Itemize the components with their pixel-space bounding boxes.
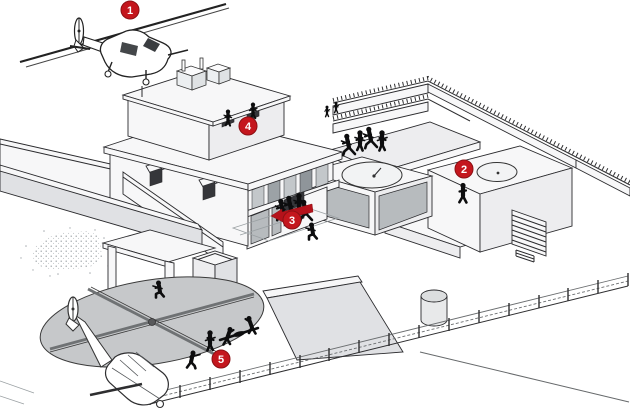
marker-badge-1: 1: [120, 0, 140, 20]
marker-badge-5: 5: [211, 349, 231, 369]
roof-vent: [199, 57, 204, 70]
wheel: [155, 399, 165, 409]
marker-badge-4: 4: [238, 116, 258, 136]
south-shed: [262, 275, 404, 361]
roof-grill: [515, 249, 535, 263]
barbed-wire-inner-line: [332, 98, 471, 122]
stretcher-team: [218, 314, 260, 347]
gear-struts: [107, 61, 147, 80]
marker-label: 2: [461, 164, 467, 176]
assault-team-figures: [151, 100, 466, 371]
helicopter-crashed-icon: [39, 276, 265, 409]
satellite-dish-large-icon: [341, 161, 403, 189]
marker-label: 1: [127, 5, 133, 17]
wall-right-band2: [575, 159, 630, 197]
wall-apex-band: [332, 83, 429, 116]
barbed-wire-line: [332, 80, 630, 186]
rotor-hub: [148, 318, 156, 326]
wheel: [142, 78, 150, 86]
annex-garage-door-right: [378, 181, 428, 231]
fuselage-panel-lines: [111, 351, 161, 400]
marker-label: 3: [289, 215, 295, 227]
marker-badge-2: 2: [454, 159, 474, 179]
satellite-dish-icon: [476, 162, 518, 182]
cabin-window: [120, 42, 138, 56]
carried-body: [233, 331, 245, 337]
cockpit-window: [143, 38, 160, 52]
staircase: [511, 209, 547, 257]
tail-fin: [65, 317, 80, 332]
refuel-probe: [167, 49, 189, 56]
guest-house-side: [479, 167, 573, 253]
outer-wall-edge: [419, 351, 630, 403]
helicopter-hovering-icon: [19, 2, 230, 86]
roof-vent: [181, 59, 186, 72]
rubble-pile: [20, 227, 113, 277]
marker-label: 5: [218, 354, 224, 366]
compound-perimeter-walls: [332, 75, 630, 197]
water-tank: [205, 63, 232, 85]
wall-inner-band: [332, 101, 429, 134]
tail-fin: [73, 39, 85, 53]
stabilizer-wing: [89, 382, 143, 397]
water-tank: [175, 65, 208, 91]
wheel: [104, 70, 112, 78]
marker-label: 4: [245, 121, 252, 133]
water-cylinder: [420, 289, 448, 327]
marker-badge-3: 3: [282, 210, 302, 230]
stabilizer: [69, 45, 91, 50]
floor-slab-edge-right: [247, 151, 343, 192]
barbed-wire-coil: [332, 75, 630, 184]
ground-path-lines: [0, 380, 35, 405]
soldier-icon: [323, 104, 331, 118]
